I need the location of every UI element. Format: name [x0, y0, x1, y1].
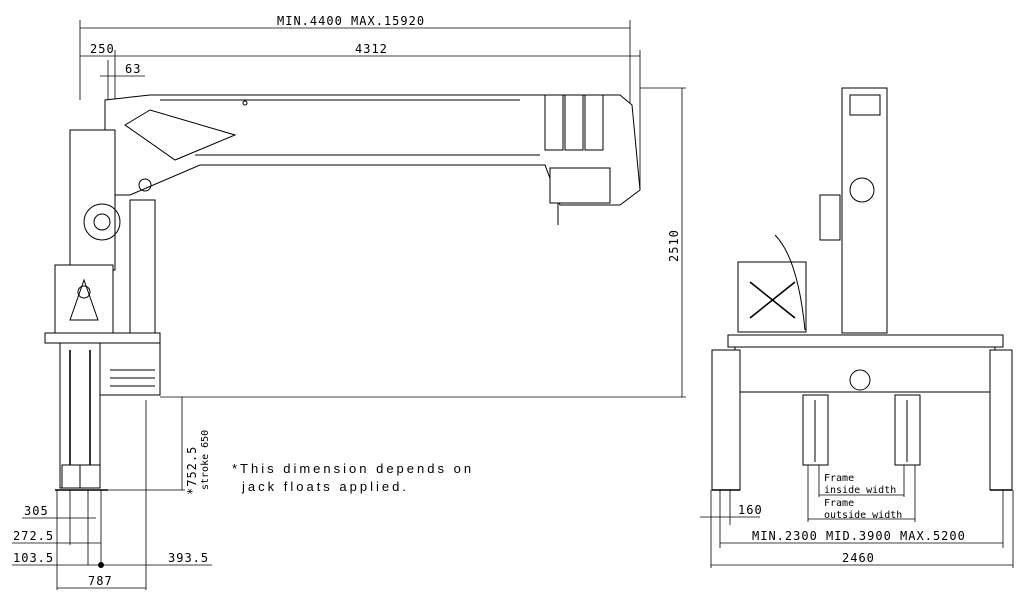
dim-272-5-label: 272.5	[13, 529, 54, 543]
dimension-250-4312: 250 4312 63	[80, 42, 641, 190]
overall-length-label: MIN.4400 MAX.15920	[277, 14, 425, 28]
frame-inside-label-1: Frame	[824, 473, 854, 484]
dim-4312-label: 4312	[355, 42, 388, 56]
note-line-1: *This dimension depends on	[232, 461, 474, 476]
outrigger-span-label: MIN.2300 MID.3900 MAX.5200	[752, 529, 966, 543]
valve-bank	[91, 334, 161, 396]
outrigger-leg-left	[711, 349, 741, 491]
side-view: MIN.4400 MAX.15920 250 4312 63	[12, 14, 686, 590]
dim-63-label: 63	[125, 62, 141, 76]
height-2510-label: 2510	[667, 229, 681, 262]
oil-tank-rear	[737, 261, 807, 333]
frame-inside-label-2: inside width	[824, 485, 896, 496]
bottom-dimensions: 305 272.5 103.5 393.5 787	[12, 400, 212, 590]
dim-787-label: 787	[88, 574, 113, 588]
outrigger-leg	[44, 332, 161, 491]
stroke-label: stroke 650	[200, 430, 211, 490]
dim-305-label: 305	[24, 504, 49, 518]
oil-tank	[54, 264, 114, 334]
dimension-note: *This dimension depends on jack floats a…	[232, 461, 474, 494]
note-line-2: jack floats applied.	[241, 479, 409, 494]
overall-width-label: 2460	[842, 551, 875, 565]
jack-dim-label: *752.5	[185, 446, 199, 495]
frame-outside-label-2: outside width	[824, 510, 902, 521]
frame-outside-label-1: Frame	[824, 498, 854, 509]
base-frame	[727, 334, 1004, 348]
crane-column	[69, 129, 156, 336]
rear-view: Frame inside width Frame outside width 1…	[700, 87, 1014, 568]
overall-length-dimension: MIN.4400 MAX.15920	[79, 14, 631, 190]
dim-250-label: 250	[90, 42, 115, 56]
column-rear	[841, 87, 888, 334]
dim-393-5-label: 393.5	[168, 551, 209, 565]
dim-103-5-label: 103.5	[13, 551, 54, 565]
outrigger-leg-right	[989, 349, 1013, 491]
dim-160-label: 160	[738, 503, 763, 517]
crane-boom	[104, 94, 641, 225]
center-point	[98, 562, 104, 568]
